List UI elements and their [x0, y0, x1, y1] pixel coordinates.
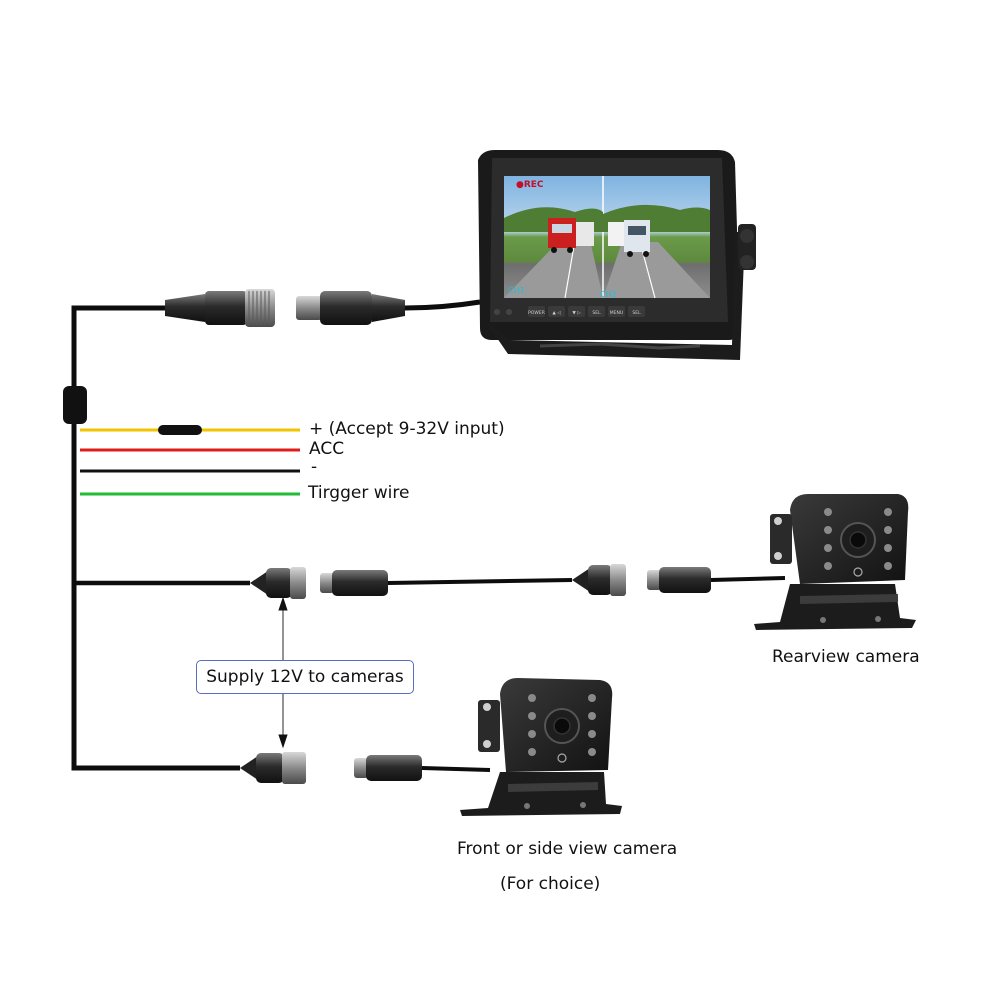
trigger-wire-label: Tirgger wire: [308, 483, 410, 503]
rec-indicator: ●REC: [516, 180, 544, 190]
supply-callout-label: Supply 12V to cameras: [206, 667, 404, 687]
monitor: ●REC CH1 CH2 POWER ▲ ◁ ▼ ▷ SEL MENU SEL: [478, 150, 756, 360]
rear-extension-cable: [387, 578, 573, 585]
rear-camera-connector-b: [647, 567, 711, 593]
rear-camera-connector-a: [572, 564, 626, 596]
rear-camera-label: Rearview camera: [772, 647, 920, 667]
front-camera-connector: [354, 755, 422, 781]
monitor-button: [568, 306, 585, 317]
supply-arrows: [278, 596, 288, 749]
front-camera-sublabel: (For choice): [500, 874, 601, 894]
monitor-button-row: POWER ▲ ◁ ▼ ▷ SEL MENU SEL: [528, 306, 645, 317]
monitor-button-label: ▲ ◁: [552, 311, 561, 316]
monitor-button: [608, 306, 625, 317]
acc-wire-label: ACC: [309, 439, 345, 459]
monitor-button-label: ▼ ▷: [572, 311, 581, 316]
rear-camera-cable: [710, 576, 786, 582]
monitor-male-connector: [296, 291, 405, 325]
monitor-button: [628, 306, 645, 317]
rear-extension-connector-b: [320, 570, 388, 596]
ch1-label: CH1: [508, 286, 525, 295]
monitor-button: [548, 306, 565, 317]
main-cable: [71, 305, 250, 771]
monitor-button-label: SEL: [632, 310, 641, 316]
front-camera-cable: [421, 766, 491, 772]
monitor-female-connector: [165, 289, 275, 327]
monitor-button-label: SEL: [592, 310, 601, 316]
power-wire-label: + (Accept 9-32V input): [309, 419, 505, 439]
supply-callout: Supply 12V to cameras: [196, 660, 414, 694]
monitor-cable: [404, 299, 481, 311]
monitor-button-label: MENU: [610, 310, 623, 316]
truck-left-image: [548, 218, 594, 253]
ferrite-bead: [63, 386, 87, 424]
rear-camera: [754, 494, 916, 630]
ch2-label: CH2: [600, 290, 617, 299]
monitor-button: [528, 306, 545, 317]
power-wires: [80, 425, 300, 496]
ground-wire-label: -: [311, 457, 318, 477]
rear-extension-connector-a: [250, 567, 306, 599]
truck-right-image: [608, 220, 650, 257]
front-camera-label: Front or side view camera: [457, 839, 678, 859]
fuse-holder: [158, 425, 202, 435]
monitor-button-label: POWER: [528, 310, 545, 316]
front-camera: [460, 678, 622, 816]
front-extension-connector-a: [240, 752, 306, 784]
monitor-button: [588, 306, 605, 317]
